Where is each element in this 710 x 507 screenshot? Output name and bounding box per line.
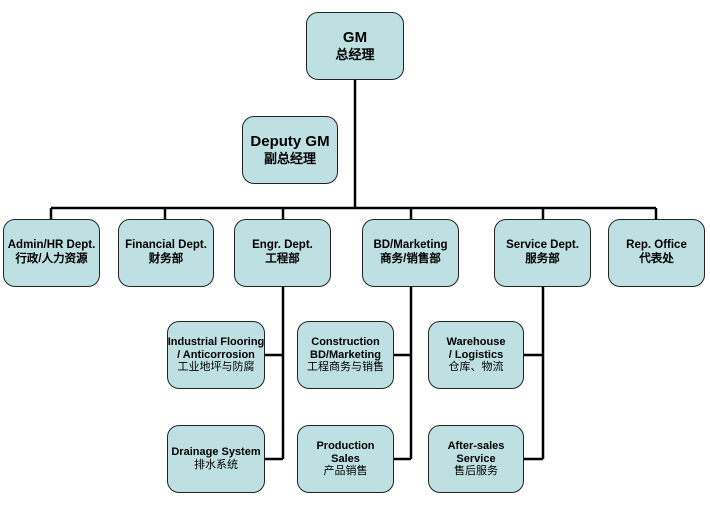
unit-industrial-flooring: Industrial Flooring / Anticorrosion 工业地坪… bbox=[167, 321, 265, 389]
unit-label-line2: Sales bbox=[331, 452, 360, 465]
unit-label-line2: BD/Marketing bbox=[310, 348, 381, 361]
dept-bd-marketing: BD/Marketing 商务/销售部 bbox=[362, 219, 459, 287]
unit-drainage-system: Drainage System 排水系统 bbox=[167, 425, 265, 493]
dept-label-zh: 商务/销售部 bbox=[380, 253, 441, 265]
unit-construction-bd: Construction BD/Marketing 工程商务与销售 bbox=[297, 321, 394, 389]
unit-label-zh: 工程商务与销售 bbox=[307, 361, 384, 374]
dept-rep-office: Rep. Office 代表处 bbox=[608, 219, 705, 287]
unit-label-line1: After-sales bbox=[447, 439, 505, 452]
dept-label-zh: 行政/人力资源 bbox=[15, 253, 88, 265]
unit-production-sales: Production Sales 产品销售 bbox=[297, 425, 394, 493]
dept-label-zh: 代表处 bbox=[639, 253, 674, 265]
unit-label-line1: Construction bbox=[311, 335, 380, 348]
dept-label-zh: 工程部 bbox=[265, 253, 300, 265]
unit-label-line1: Warehouse bbox=[446, 335, 506, 348]
unit-label-line1: Drainage System bbox=[171, 446, 261, 459]
dept-admin-hr: Admin/HR Dept. 行政/人力资源 bbox=[3, 219, 100, 287]
dept-label: Service Dept. bbox=[506, 239, 579, 252]
unit-label-zh: 工业地坪与防腐 bbox=[177, 361, 255, 374]
unit-label-line1: Industrial Flooring bbox=[167, 335, 265, 348]
deputy-gm-box: Deputy GM 副总经理 bbox=[242, 116, 338, 184]
dept-label: Engr. Dept. bbox=[252, 239, 313, 252]
deputy-gm-title: Deputy GM bbox=[250, 133, 330, 151]
gm-box: GM 总经理 bbox=[306, 12, 404, 80]
unit-after-sales-service: After-sales Service 售后服务 bbox=[428, 425, 524, 493]
deputy-gm-title-zh: 副总经理 bbox=[263, 151, 316, 167]
gm-title-zh: 总经理 bbox=[335, 47, 375, 63]
unit-label-line2: Service bbox=[456, 452, 496, 465]
dept-label: Financial Dept. bbox=[125, 239, 207, 252]
gm-title: GM bbox=[342, 29, 368, 47]
unit-label-line1: Production bbox=[316, 439, 375, 452]
dept-label: Rep. Office bbox=[626, 239, 687, 252]
dept-financial: Financial Dept. 财务部 bbox=[118, 219, 214, 287]
dept-engineering: Engr. Dept. 工程部 bbox=[234, 219, 331, 287]
dept-label-zh: 财务部 bbox=[148, 253, 184, 265]
unit-label-zh: 仓库、物流 bbox=[448, 361, 504, 374]
dept-service: Service Dept. 服务部 bbox=[494, 219, 591, 287]
dept-label-zh: 服务部 bbox=[525, 253, 560, 265]
unit-label-zh: 产品销售 bbox=[323, 465, 368, 478]
unit-label-line2: / Logistics bbox=[448, 348, 504, 361]
unit-warehouse-logistics: Warehouse / Logistics 仓库、物流 bbox=[428, 321, 524, 389]
unit-label-line2: / Anticorrosion bbox=[177, 348, 255, 361]
dept-label: Admin/HR Dept. bbox=[7, 239, 96, 252]
dept-label: BD/Marketing bbox=[373, 239, 448, 252]
unit-label-zh: 售后服务 bbox=[454, 465, 498, 478]
unit-label-zh: 排水系统 bbox=[194, 459, 238, 471]
